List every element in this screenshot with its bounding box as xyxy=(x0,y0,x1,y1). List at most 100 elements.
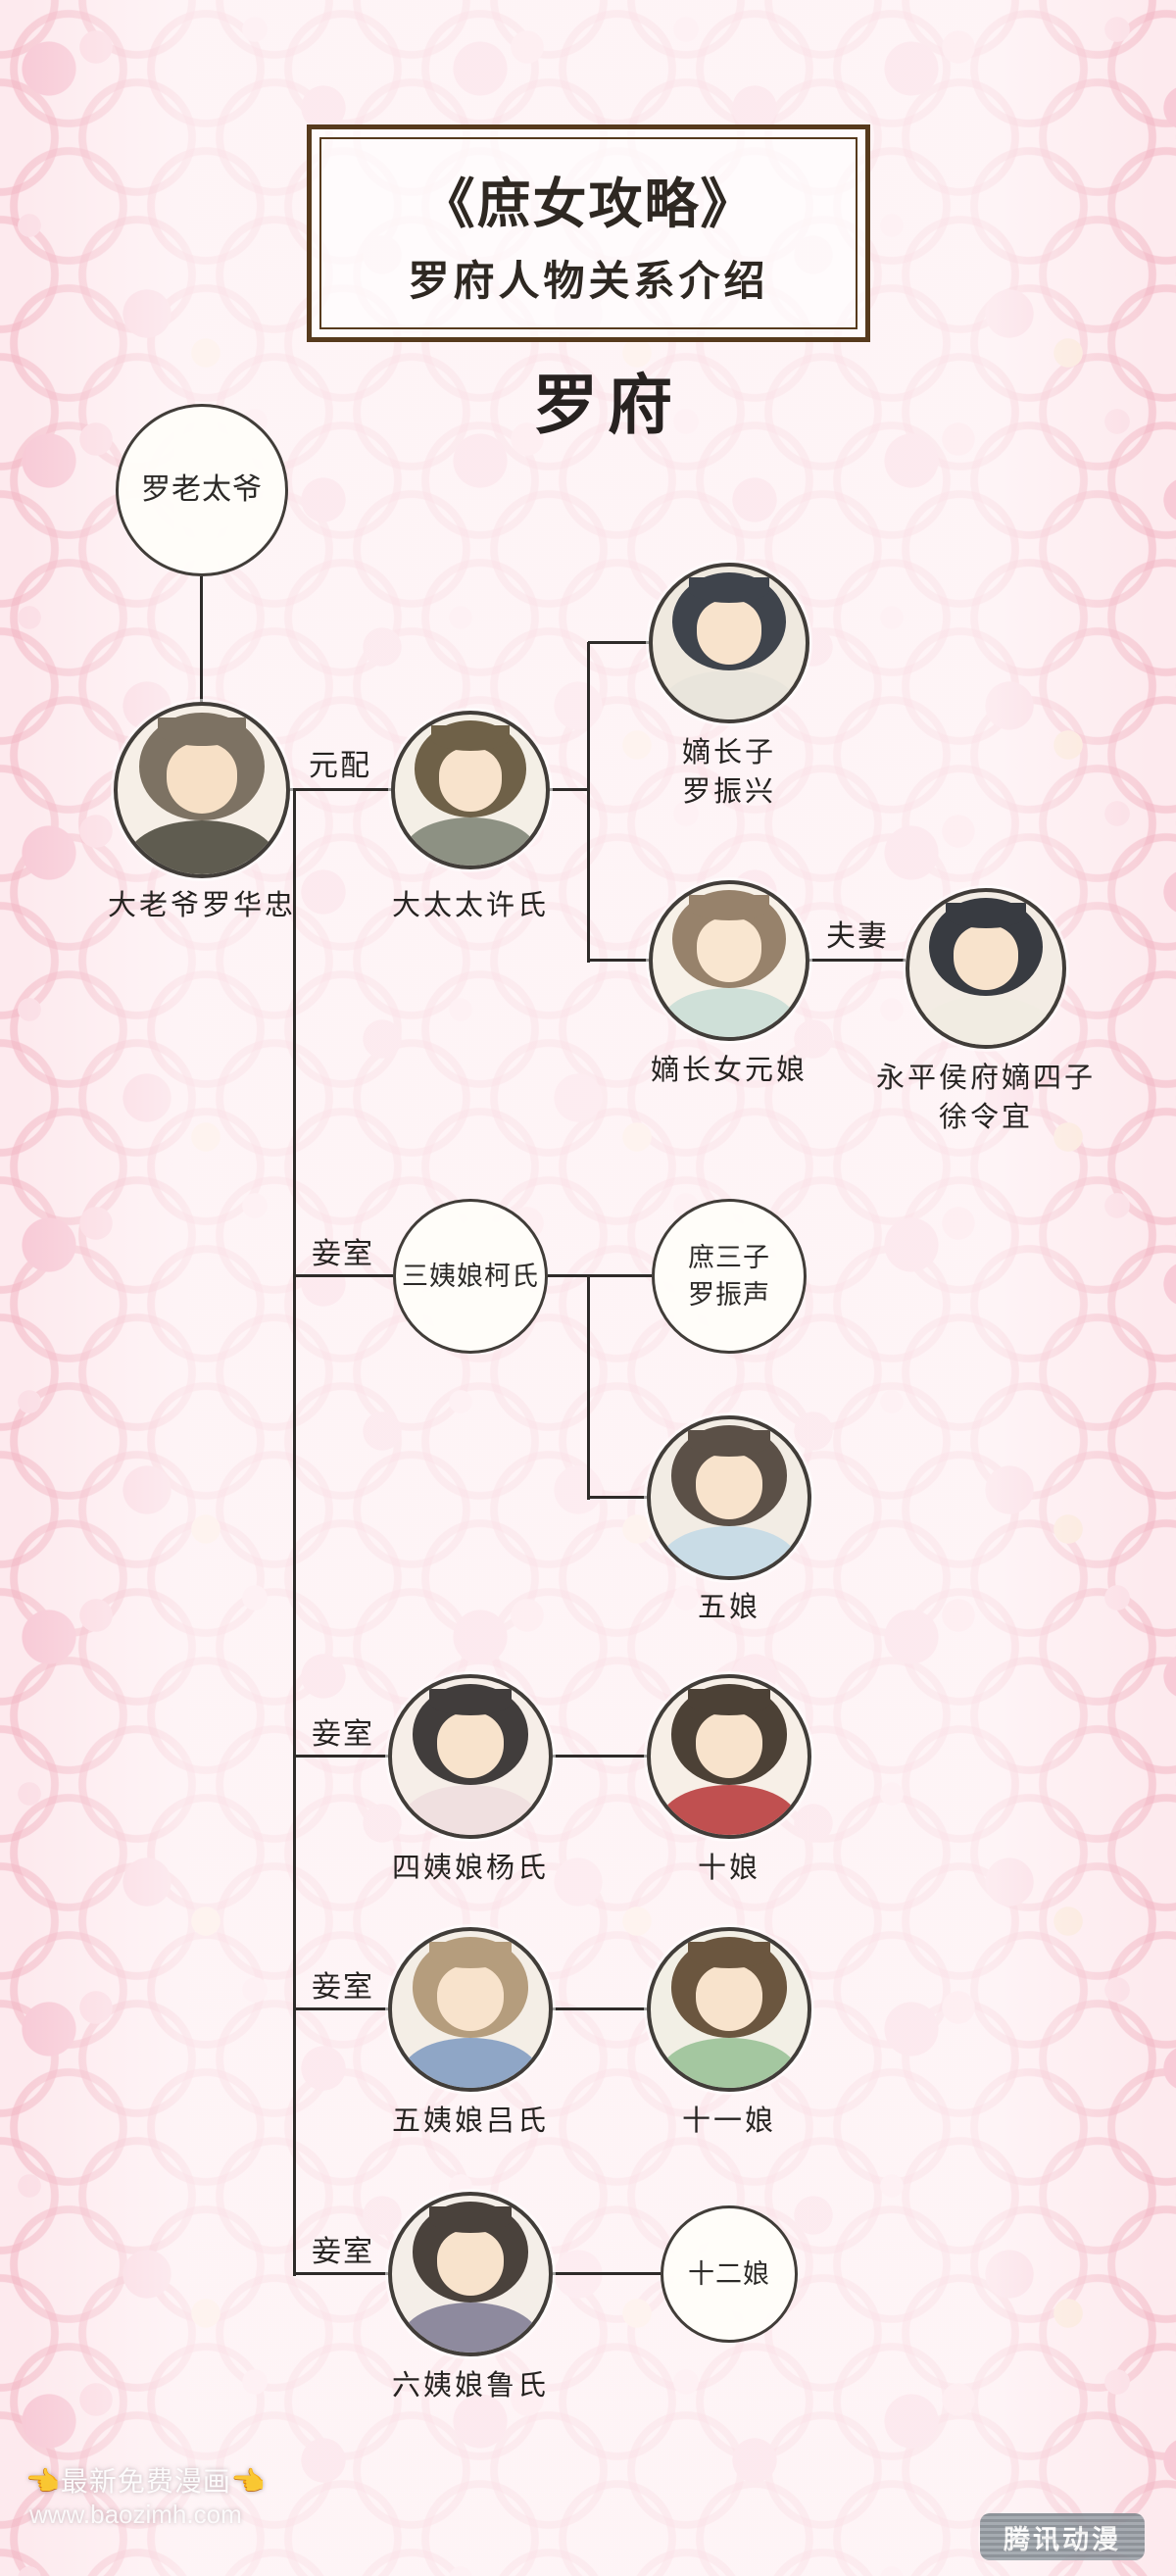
edge-label-concubine-2: 妾室 xyxy=(312,1718,374,1751)
clothes-shape xyxy=(918,996,1054,1045)
avatar-concubine6 xyxy=(388,2192,553,2356)
connector-line xyxy=(553,2007,647,2010)
node-third-son-label-1: 庶三子 xyxy=(688,1243,770,1272)
connector-line xyxy=(588,1274,652,1277)
clothes-shape xyxy=(127,819,276,874)
avatar-concubine4 xyxy=(388,1674,553,1839)
face-shape xyxy=(437,1965,504,2032)
clothes-shape xyxy=(401,2302,540,2353)
node-concubine3: 三姨娘柯氏 xyxy=(393,1199,548,1354)
clothes-shape xyxy=(660,1784,799,1835)
connector-line xyxy=(553,2272,661,2275)
label-father: 大老爷罗华忠 xyxy=(107,890,296,921)
face-shape xyxy=(954,925,1018,990)
site-url: www.baozimh.com xyxy=(29,2500,242,2529)
face-shape xyxy=(437,2230,504,2297)
node-grandpa: 罗老太爷 xyxy=(116,404,288,576)
fringe-shape xyxy=(689,894,769,921)
fringe-shape xyxy=(688,1689,770,1716)
label-eldest-daughter: 嫡长女元娘 xyxy=(650,1055,808,1086)
label-concubine6: 六姨娘鲁氏 xyxy=(391,2370,549,2402)
face-shape xyxy=(696,1454,762,1520)
connector-line xyxy=(294,2007,388,2010)
label-concubine4: 四姨娘杨氏 xyxy=(391,1853,549,1884)
node-twelfth-daughter: 十二娘 xyxy=(661,2205,798,2343)
face-shape xyxy=(696,1965,762,2032)
label-eldest-son: 嫡长子 罗振兴 xyxy=(572,733,886,812)
face-shape xyxy=(438,747,503,812)
connector-line xyxy=(200,576,203,702)
label-son-in-law-line1: 永平侯府嫡四子 xyxy=(875,1063,1096,1094)
tencent-comics-logo-text: 腾讯动漫 xyxy=(1004,2524,1121,2554)
fringe-shape xyxy=(430,724,511,751)
clothes-shape xyxy=(662,988,797,1037)
edge-label-concubine-4: 妾室 xyxy=(312,2236,374,2268)
edge-label-concubine-3: 妾室 xyxy=(312,1971,374,2004)
face-shape xyxy=(166,742,238,815)
family-heading: 罗府 xyxy=(533,371,682,442)
connector-line xyxy=(809,959,906,962)
fringe-shape xyxy=(688,1942,770,1969)
avatar-eldest-daughter xyxy=(649,880,809,1041)
avatar-main-wife xyxy=(391,711,550,869)
connector-line xyxy=(587,1274,590,1500)
face-shape xyxy=(697,917,761,982)
face-shape xyxy=(697,600,761,665)
face-shape xyxy=(696,1712,762,1779)
tencent-comics-logo: 腾讯动漫 xyxy=(980,2513,1145,2560)
label-son-in-law-line2: 徐令宜 xyxy=(938,1102,1033,1133)
fringe-shape xyxy=(946,902,1026,929)
fringe-shape xyxy=(689,576,769,604)
connector-line xyxy=(587,642,590,963)
label-eleventh-daughter: 十一娘 xyxy=(681,2105,776,2137)
node-concubine3-label: 三姨娘柯氏 xyxy=(402,1262,539,1291)
connector-line xyxy=(294,1755,388,1758)
fringe-shape xyxy=(158,718,246,747)
label-fifth-daughter: 五娘 xyxy=(697,1592,760,1623)
subtitle: 罗府人物关系介绍 xyxy=(408,259,769,305)
clothes-shape xyxy=(404,817,537,866)
fringe-shape xyxy=(429,1942,512,1969)
connector-line xyxy=(290,788,391,791)
clothes-shape xyxy=(401,2037,540,2088)
edge-label-first-wife: 元配 xyxy=(309,750,371,782)
avatar-eldest-son xyxy=(649,563,809,723)
label-eldest-son-line1: 嫡长子 xyxy=(681,737,776,768)
label-tenth-daughter: 十娘 xyxy=(697,1853,760,1884)
promo-text: 👈最新免费漫画👈 xyxy=(25,2466,267,2497)
avatar-concubine5 xyxy=(388,1927,553,2092)
clothes-shape xyxy=(401,1784,540,1835)
connector-line xyxy=(550,788,588,791)
label-son-in-law: 永平侯府嫡四子 徐令宜 xyxy=(829,1059,1143,1137)
connector-line xyxy=(294,1274,393,1277)
connector-line xyxy=(588,641,649,644)
fringe-shape xyxy=(429,1689,512,1716)
connector-line xyxy=(548,1274,588,1277)
avatar-eleventh-daughter xyxy=(647,1927,811,2092)
label-eldest-son-line2: 罗振兴 xyxy=(681,776,776,808)
node-third-son: 庶三子 罗振声 xyxy=(652,1199,807,1354)
avatar-son-in-law xyxy=(906,888,1066,1049)
connector-line xyxy=(294,2272,388,2275)
node-twelfth-daughter-label: 十二娘 xyxy=(688,2259,770,2289)
label-main-wife: 大太太许氏 xyxy=(391,890,549,921)
face-shape xyxy=(437,1712,504,1779)
connector-line xyxy=(293,788,296,2276)
label-concubine5: 五姨娘吕氏 xyxy=(391,2105,549,2137)
series-title: 《庶女攻略》 xyxy=(420,173,757,234)
node-grandpa-label: 罗老太爷 xyxy=(141,473,263,506)
node-third-son-label-2: 罗振声 xyxy=(688,1280,770,1310)
edge-label-couple: 夫妻 xyxy=(826,920,889,953)
fringe-shape xyxy=(688,1430,770,1458)
connector-line xyxy=(553,1755,647,1758)
clothes-shape xyxy=(660,2037,799,2088)
connector-line xyxy=(588,959,649,962)
avatar-father xyxy=(114,702,290,878)
avatar-tenth-daughter xyxy=(647,1674,811,1839)
title-box: 《庶女攻略》 罗府人物关系介绍 xyxy=(307,124,870,342)
avatar-fifth-daughter xyxy=(647,1415,811,1580)
edge-label-concubine-1: 妾室 xyxy=(312,1238,374,1270)
title-frame: 《庶女攻略》 罗府人物关系介绍 xyxy=(319,137,858,329)
clothes-shape xyxy=(660,1525,799,1576)
